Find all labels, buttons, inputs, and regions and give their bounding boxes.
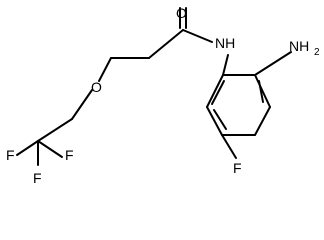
bond-c-ch2 [148,29,184,59]
chemical-structure: O NH NH 2 O F F F F [6,5,320,186]
bond-ring-nh2 [254,51,292,76]
atom-oxygen-carbonyl: O [176,5,187,21]
bond-ring-3 [254,106,271,136]
bond-o-ch2 [71,89,93,120]
bond-ring-2 [254,74,271,108]
bond-c-nh [182,29,213,43]
bond-ring-6 [206,74,224,108]
bond-nh-ring [222,54,229,76]
atom-ether-oxygen: O [91,79,102,95]
bond-ring-inner-1 [258,80,264,103]
atom-fluorine-top: F [6,147,15,163]
atom-fluoro-ring: F [233,160,242,176]
bond-ring-inner-2 [213,109,227,130]
atom-nitrogen-amide: NH [215,35,235,51]
bond-ring-f [221,134,237,159]
atom-fluorine-left: F [33,170,42,186]
bond-ring-inner-3 [211,80,225,105]
bond-ch2-cf3 [37,118,73,142]
atom-fluorine-right: F [65,147,74,163]
bond-cf3-f-right [37,140,63,158]
atom-amino-group: NH [289,38,309,54]
bonds [16,7,292,166]
bond-cf3-f-left [16,140,39,156]
bond-ch2-o [98,57,112,82]
atom-amino-subscript: 2 [314,47,320,58]
bond-ring-5 [206,106,223,136]
